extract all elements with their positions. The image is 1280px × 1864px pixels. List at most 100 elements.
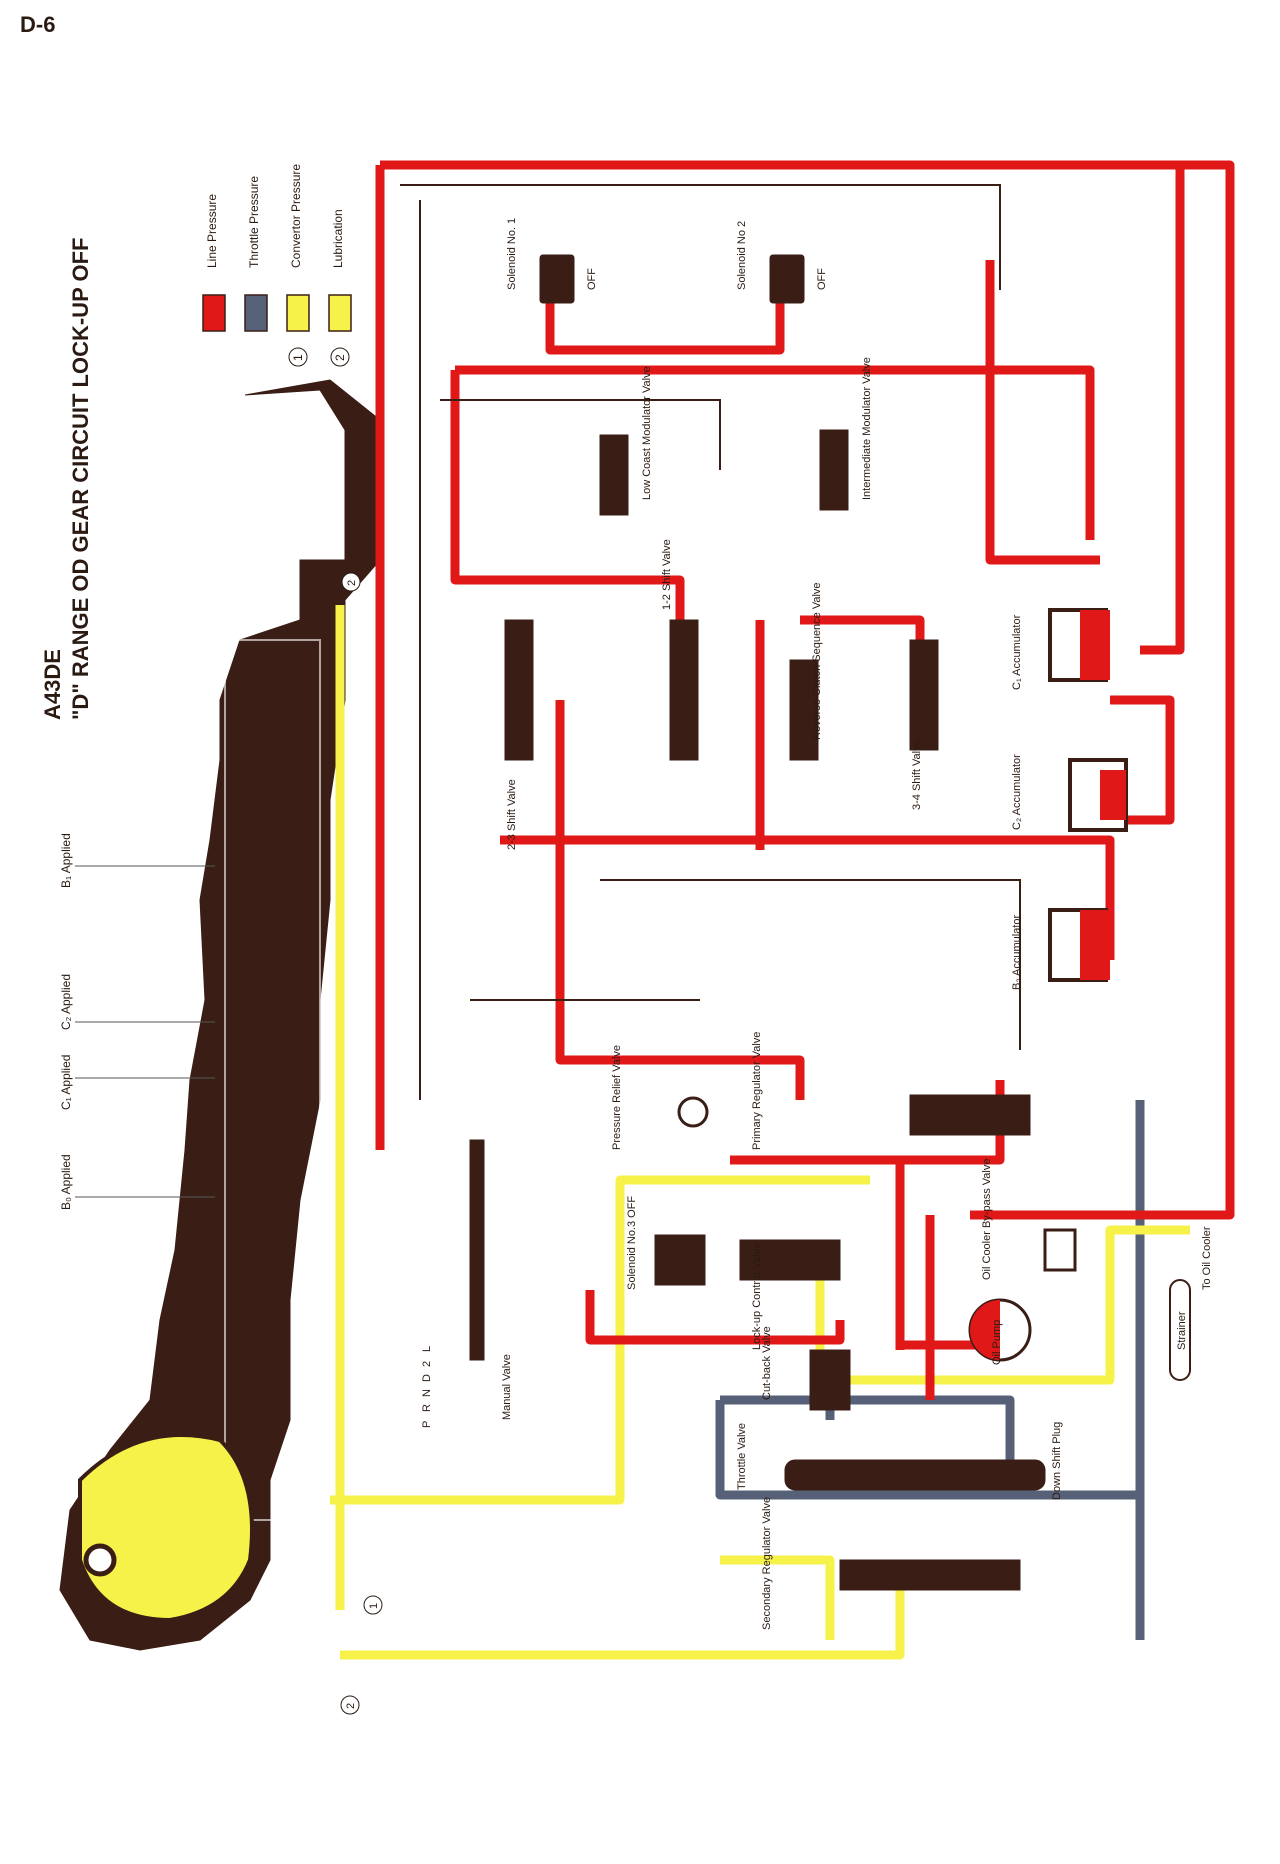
applied-labels: B₁ Applied C₂ Applied C₁ Applied B₀ Appl…: [59, 833, 215, 1210]
manual-pos-r: R: [421, 1404, 433, 1412]
lubrication-line: [340, 1560, 905, 1660]
applied-c2: C₂ Applied: [59, 974, 73, 1030]
drain-line: [440, 399, 721, 470]
label-intermediate-modulator: Intermediate Modulator Valve: [861, 357, 873, 500]
label-b2-accumulator: B₂ Accumulator: [1011, 914, 1023, 990]
legend-item-lubrication: 2 Lubrication: [328, 209, 352, 367]
pressure-relief-valve-ball[interactable]: [677, 1096, 709, 1128]
c1-accumulator-fill: [1080, 610, 1110, 680]
legend-item-line: Line Pressure: [202, 194, 226, 332]
oil-pump-fill: [970, 1300, 1000, 1360]
applied-b0: B₀ Applied: [59, 1154, 73, 1210]
legend-item-convertor: 1 Convertor Pressure: [286, 164, 310, 367]
shift-valve-3-4[interactable]: [909, 639, 939, 751]
solenoid-3-body[interactable]: [654, 1234, 706, 1286]
label-manual-valve: Manual Valve: [501, 1354, 513, 1420]
manual-pos-n: N: [421, 1389, 433, 1397]
converter-line: [720, 1555, 835, 1640]
legend-item-throttle: Throttle Pressure: [244, 176, 268, 332]
manual-pos-l: L: [421, 1346, 433, 1352]
applied-b1: B₁ Applied: [59, 833, 73, 888]
valve-bodies: [469, 254, 1128, 1591]
legend-marker-2: 2: [333, 354, 347, 361]
throttle-valve[interactable]: [784, 1459, 1046, 1491]
marker-2-top: [341, 572, 361, 592]
drain-line: [400, 184, 1001, 290]
legend-marker-1: 1: [291, 354, 305, 361]
legend-label-lubrication: Lubrication: [331, 209, 345, 268]
label-strainer: Strainer: [1176, 1311, 1188, 1350]
b2-accumulator-fill: [1080, 910, 1110, 980]
oil-pump[interactable]: [968, 1298, 1032, 1362]
label-to-oil-cooler: To Oil Cooler: [1201, 1226, 1213, 1290]
label-primary-regulator-valve: Primary Regulator Valve: [751, 1032, 763, 1150]
shift-valve-1-2[interactable]: [669, 619, 699, 761]
intermediate-modulator-valve[interactable]: [819, 429, 849, 511]
output-shaft-icon: [83, 1543, 117, 1577]
manual-pos-p: P: [421, 1421, 433, 1428]
drain-lines: [400, 184, 1021, 1100]
secondary-regulator-valve[interactable]: [839, 1559, 1021, 1591]
label-3-4-shift-valve: 3-4 Shift Valve: [911, 739, 923, 810]
label-throttle-valve: Throttle Valve: [736, 1423, 748, 1490]
reverse-clutch-sequence-valve[interactable]: [789, 659, 819, 761]
circle-marker-2: [330, 347, 350, 367]
label-c2-accumulator: C₂ Accumulator: [1011, 754, 1023, 830]
shift-valve-2-3[interactable]: [504, 619, 534, 761]
label-down-shift-plug: Down Shift Plug: [1051, 1422, 1063, 1500]
line-pressure-line: [545, 270, 785, 355]
legend-swatch-throttle: [244, 294, 268, 332]
legend-label-line: Line Pressure: [205, 194, 219, 268]
label-solenoid-1-state: OFF: [586, 268, 598, 290]
manual-valve[interactable]: [469, 1139, 485, 1361]
label-oil-pump: Oil Pump: [991, 1320, 1003, 1365]
strainer: [1169, 1279, 1191, 1381]
legend-label-convertor: Convertor Pressure: [289, 164, 303, 268]
line-pressure-line: [1110, 695, 1175, 825]
label-low-coast-modulator: Low Coast Modulator Valve: [641, 366, 653, 500]
page-id: D-6: [20, 12, 56, 37]
manual-pos-d: D: [421, 1374, 433, 1382]
label-solenoid-2: Solenoid No 2: [736, 221, 748, 290]
manual-pos-2: 2: [421, 1361, 433, 1367]
line-pressure-line: [555, 700, 805, 1100]
component-labels: Solenoid No. 1 OFF Solenoid No 2 OFF Low…: [501, 218, 1213, 1630]
applied-c1: C₁ Applied: [59, 1055, 73, 1110]
legend-swatch-lubrication: [328, 294, 352, 332]
label-reverse-clutch-sequence: Reverse Clutch Sequence Valve: [811, 582, 823, 740]
label-cut-back-valve: Cut-back Valve: [761, 1326, 773, 1400]
line-pressure-line: [585, 1290, 845, 1345]
legend-label-throttle: Throttle Pressure: [247, 176, 261, 268]
oil-cooler-bypass-valve[interactable]: [1043, 1228, 1077, 1272]
label-solenoid-1: Solenoid No. 1: [506, 218, 518, 290]
line-pressure-line: [380, 160, 1235, 1220]
solenoid-2-body[interactable]: [769, 254, 805, 304]
title-subtitle: "D" RANGE OD GEAR CIRCUIT LOCK-UP OFF: [68, 238, 93, 720]
primary-regulator-valve[interactable]: [909, 1094, 1031, 1136]
manual-valve-positions: P R N D 2 L: [421, 1346, 433, 1428]
converter-line: [820, 1225, 1190, 1385]
marker-1-bottom-text: 1: [368, 1603, 380, 1609]
gearset-outline: [224, 639, 321, 1521]
legend-swatch-line: [202, 294, 226, 332]
label-solenoid-3: Solenoid No.3 OFF: [626, 1196, 638, 1290]
diagram-markers: 2 1 2: [340, 572, 383, 1715]
drain-line: [600, 879, 1021, 1050]
marker-2-bottom: [340, 1695, 360, 1715]
c2-accumulator-fill: [1100, 770, 1126, 820]
label-2-3-shift-valve: 2-3 Shift Valve: [506, 779, 518, 850]
cut-back-valve[interactable]: [809, 1349, 851, 1411]
lock-up-control-valve[interactable]: [739, 1239, 841, 1281]
legend-swatch-convertor: [286, 294, 310, 332]
circle-marker-1: [288, 347, 308, 367]
solenoid-1-body[interactable]: [539, 254, 575, 304]
line-pressure-line: [985, 260, 1100, 565]
low-coast-modulator-valve[interactable]: [599, 434, 629, 516]
label-1-2-shift-valve: 1-2 Shift Valve: [661, 539, 673, 610]
housing: [59, 379, 381, 1651]
label-c1-accumulator: C₁ Accumulator: [1011, 614, 1023, 690]
label-oil-cooler-bypass: Oil Cooler By-pass Valve: [981, 1159, 993, 1280]
line-pressure-lines: [375, 160, 1235, 1400]
converter-pressure-lines: [330, 605, 1190, 1660]
